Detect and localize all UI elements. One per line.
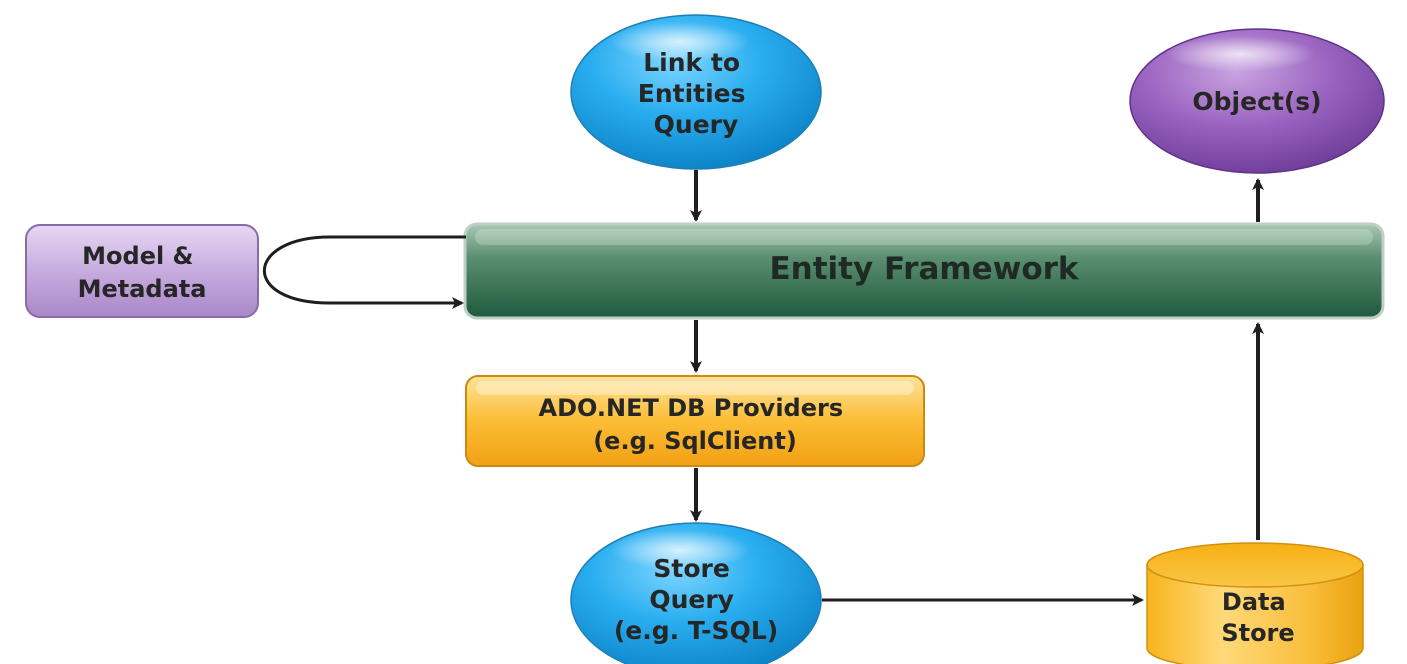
ado-net-providers-box: ADO.NET DB Providers (e.g. SqlClient) (465, 375, 925, 467)
link-to-entities-query-label: Link to Entities Query (638, 48, 754, 139)
entity-framework-label: Entity Framework (769, 251, 1079, 287)
model-metadata-box: Model & Metadata (25, 224, 259, 318)
link-to-entities-query-node: Link to Entities Query (570, 14, 822, 170)
objects-label: Object(s) (1192, 87, 1321, 116)
data-store-label: Data Store (1221, 588, 1294, 647)
arrow-entity-framework-model-loop (262, 235, 466, 309)
model-metadata-label: Model & Metadata (78, 242, 207, 303)
objects-node: Object(s) (1129, 28, 1385, 174)
entity-framework-bar: Entity Framework (463, 222, 1385, 320)
connectors (262, 170, 1264, 606)
store-query-label: Store Query (e.g. T-SQL) (614, 554, 778, 645)
data-store-node: Data Store (1146, 542, 1364, 664)
store-query-node: Store Query (e.g. T-SQL) (570, 522, 822, 664)
ado-net-providers-label: ADO.NET DB Providers (e.g. SqlClient) (539, 394, 852, 455)
